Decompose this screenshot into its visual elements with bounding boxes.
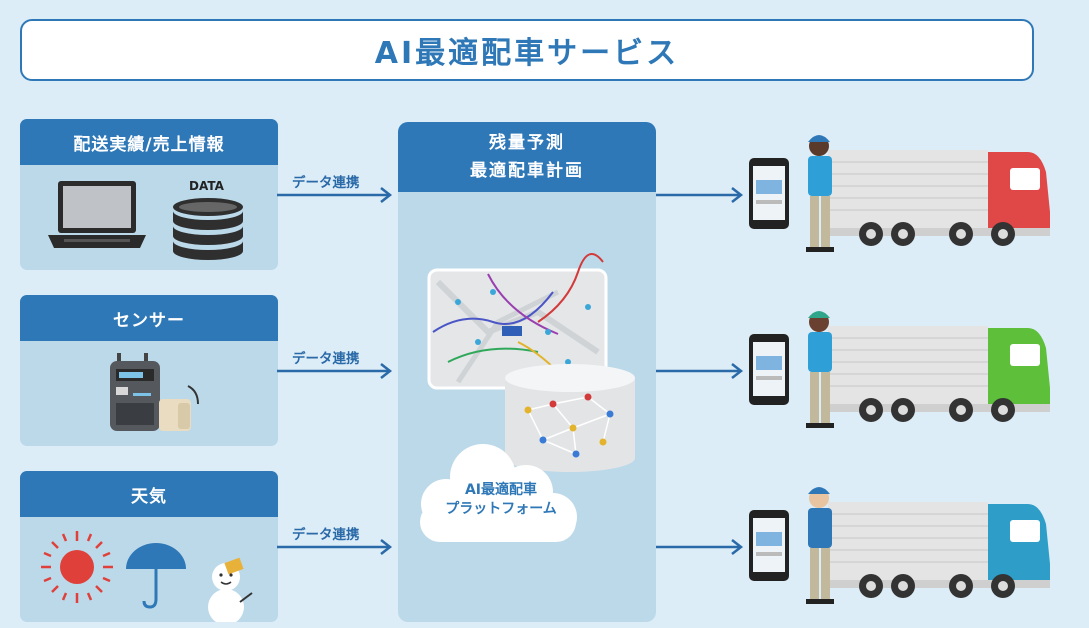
platform-label: AI最適配車 プラットフォーム bbox=[406, 481, 596, 519]
arrow-label-3: データ連携 bbox=[292, 527, 360, 543]
arrow-right-icon bbox=[277, 539, 393, 555]
database-icon bbox=[173, 198, 243, 260]
arrow-right-icon bbox=[656, 539, 744, 555]
truck-red-icon bbox=[749, 135, 1050, 252]
weather-icons bbox=[41, 531, 253, 622]
sun-icon bbox=[41, 531, 113, 603]
platform-illustration bbox=[420, 253, 635, 542]
source-card-sales: 配送実績/売上情報 DATA bbox=[20, 119, 278, 270]
cloud-icon bbox=[420, 444, 577, 542]
truck-green-icon bbox=[749, 311, 1050, 428]
title-banner: AI最適配車サービス bbox=[20, 19, 1034, 81]
source-card-sensor: センサー bbox=[20, 295, 278, 446]
center-title: 残量予測 最適配車計画 bbox=[398, 122, 656, 192]
platform-line1: AI最適配車 bbox=[464, 482, 538, 498]
arrow-right-icon bbox=[656, 187, 744, 203]
network-database-icon bbox=[505, 364, 635, 472]
platform-line2: プラットフォーム bbox=[445, 501, 557, 517]
source-card-weather: 天気 bbox=[20, 471, 278, 622]
map-icon bbox=[427, 253, 608, 390]
arrow-label-2: データ連携 bbox=[292, 351, 360, 367]
laptop-icon bbox=[48, 181, 146, 248]
center-title-line1: 残量予測 bbox=[489, 133, 565, 153]
gas-meter-icon bbox=[110, 353, 199, 431]
data-label: DATA bbox=[189, 179, 224, 193]
arrow-right-icon bbox=[656, 363, 744, 379]
snowman-icon bbox=[208, 557, 253, 622]
center-title-line2: 最適配車計画 bbox=[470, 161, 584, 181]
source-title-weather: 天気 bbox=[20, 471, 278, 517]
umbrella-icon bbox=[126, 543, 186, 609]
center-panel: 残量予測 最適配車計画 bbox=[398, 122, 656, 622]
arrow-right-icon bbox=[277, 187, 393, 203]
arrow-label-1: データ連携 bbox=[292, 175, 360, 191]
source-title-sales: 配送実績/売上情報 bbox=[20, 119, 278, 165]
arrow-right-icon bbox=[277, 363, 393, 379]
truck-blue-icon bbox=[749, 487, 1050, 604]
page-title: AI最適配車サービス bbox=[374, 36, 680, 71]
source-title-sensor: センサー bbox=[20, 295, 278, 341]
